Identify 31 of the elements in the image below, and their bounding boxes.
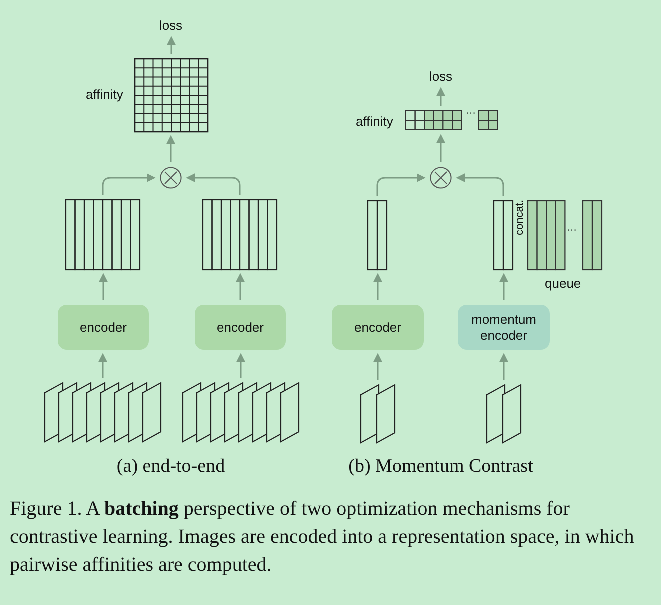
arrow <box>436 134 446 162</box>
arrow <box>102 174 156 195</box>
arrow <box>98 353 108 378</box>
encoder-box: momentum encoder <box>458 305 550 350</box>
arrow <box>436 87 446 106</box>
encoder-box: encoder <box>195 305 286 350</box>
subfigure-caption: (b) Momentum Contrast <box>348 456 534 478</box>
matrix-label: affinity <box>86 86 124 102</box>
arrow <box>167 36 176 54</box>
encoder-box: encoder <box>332 305 424 350</box>
arrow <box>166 135 176 162</box>
ellipsis: ··· <box>466 109 476 119</box>
output-label: loss <box>429 69 453 84</box>
arrow <box>236 273 245 300</box>
arrow <box>376 174 426 196</box>
ellipsis: ··· <box>567 226 577 236</box>
arrow <box>500 353 508 380</box>
concat-label: concat. <box>514 200 526 236</box>
arrow <box>374 353 382 380</box>
matrix-label: affinity <box>356 114 394 129</box>
arrow <box>236 353 246 378</box>
arrow <box>186 174 241 195</box>
encoder-box: encoder <box>58 305 149 350</box>
output-label: loss <box>159 18 183 33</box>
queue-label: queue <box>545 276 582 291</box>
subfigure-caption: (a) end-to-end <box>116 456 226 478</box>
arrow <box>374 273 382 300</box>
arrow <box>500 273 508 300</box>
arrow <box>99 273 108 300</box>
figure-caption: Figure 1. A batching perspective of two optimization mechanisms for contrastive learning. Images are encoded into a representation space, in which pairwise affinities are computed. <box>10 497 636 578</box>
arrow <box>456 174 504 196</box>
